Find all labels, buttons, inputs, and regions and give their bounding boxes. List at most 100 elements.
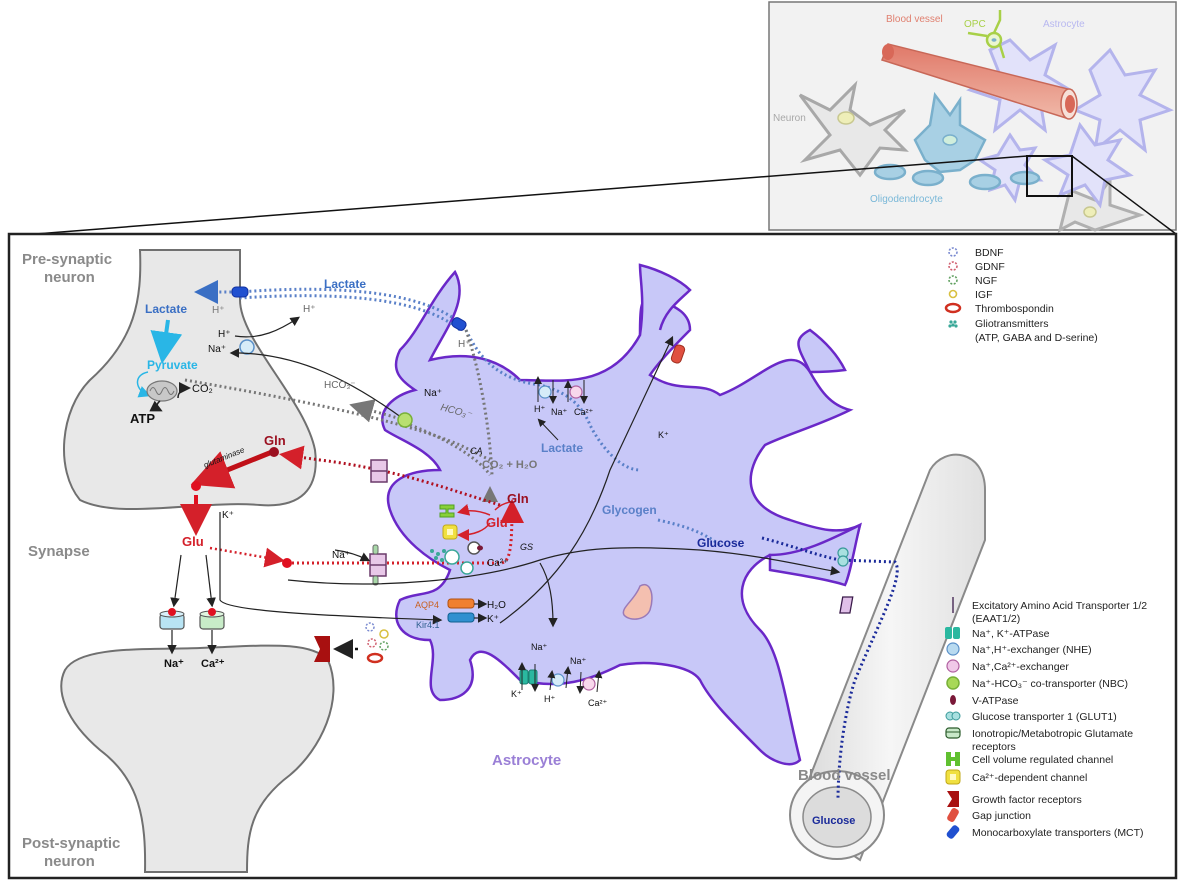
legend-label: Glucose transporter 1 (GLUT1) [972, 711, 1117, 723]
lactate-pyruvate-arrow [150, 319, 183, 364]
glu-gln-link [494, 501, 511, 511]
legend-item: Ionotropic/Metabotropic Glutamaterecepto… [945, 727, 1133, 753]
aqp4-channel [447, 598, 475, 609]
co2-out-arrow [177, 382, 191, 399]
legend-label: BDNF [975, 247, 1004, 259]
legend-label: Cell volume regulated channel [972, 754, 1113, 766]
legend-item: (ATP, GABA and D-serine) [975, 332, 1098, 344]
label-lactate-mid: Lactate [541, 441, 583, 455]
ionotropic-receptor-ca [199, 608, 225, 630]
pyruvate-cycle-arrow [136, 371, 151, 398]
v-atpase-icon [950, 695, 956, 705]
atp-arrow [149, 400, 163, 412]
label-k-kir: K⁺ [487, 614, 499, 625]
label-lactate-top: Lactate [324, 277, 366, 291]
legend-item: Gliotransmitters [948, 318, 1049, 330]
na-eaat-arrow [334, 549, 371, 562]
glu-molecule-synapse [282, 558, 292, 568]
label-bottom-h: H⁺ [544, 694, 555, 704]
legend-item: Na⁺, K⁺-ATPase [945, 627, 1050, 640]
inset-label-blood-vessel-1: Blood vessel [886, 14, 943, 25]
na-k-atpase-icon [945, 627, 960, 639]
nhe-top [538, 385, 552, 399]
glut1-icon [945, 711, 961, 721]
legend-label: Excitatory Amino Acid Transporter 1/2 [972, 600, 1147, 612]
legend-item: Growth factor receptors [947, 791, 1082, 807]
legend-item: NGF [948, 275, 997, 287]
label-glucose-astro: Glucose [697, 536, 745, 550]
label-co2-h2o: CO₂ + H₂O [482, 459, 538, 471]
na-inward-arrow [539, 562, 558, 628]
lactate-path-top-2 [239, 294, 461, 332]
cell-volume-channel [439, 504, 455, 518]
co2-path [184, 378, 491, 462]
h-plus-out-arrow [234, 316, 300, 338]
lactate-h-arrow [537, 418, 559, 441]
glucose-path [761, 536, 899, 801]
label-post-synaptic-1: Post-synaptic [22, 835, 120, 852]
inset-opc [967, 10, 1006, 59]
vesicle-1 [444, 549, 460, 565]
zoom-connector-left [9, 155, 1028, 237]
label-glucose-vessel: Glucose [812, 815, 855, 827]
legend-item: Ca²⁺-dependent channel [945, 769, 1087, 785]
vesicle-2 [460, 561, 474, 575]
inset-blood-vessel [881, 43, 1078, 120]
label-glu-synapse: Glu [182, 534, 204, 549]
label-bottom-ca: Ca²⁺ [588, 698, 608, 708]
glu-to-receptor-2 [205, 554, 216, 608]
label-h-plus-inner: H⁺ [458, 339, 471, 350]
astrocyte-process-right [797, 328, 847, 374]
legend-item: IGF [948, 289, 993, 301]
gliotransmitters-icon [948, 320, 958, 328]
nhe-bottom [551, 673, 565, 687]
label-astrocyte: Astrocyte [492, 752, 561, 769]
presynaptic-neuron [63, 249, 317, 511]
postsynaptic-neuron [60, 644, 335, 873]
legend-item: V-ATPase [950, 695, 1019, 707]
label-k-plus-synapse: K⁺ [222, 510, 234, 521]
label-h-plus-nhe: H⁺ [218, 329, 231, 340]
legend-item: Cell volume regulated channel [946, 752, 1113, 766]
inset-oligodendrocyte [873, 91, 1041, 191]
label-pre-synaptic-2: neuron [44, 269, 95, 286]
k-siphoning-path [287, 547, 841, 585]
legend-label: Gap junction [972, 810, 1031, 822]
legend-item: GDNF [948, 261, 1005, 273]
ca-dependent-channel [442, 524, 458, 540]
presynaptic-nhe [239, 339, 255, 355]
zoom-connector-right [1071, 155, 1177, 235]
legend-item: Monocarboxylate transporters (MCT) [946, 825, 1144, 839]
glu-release-path [209, 546, 285, 568]
label-glycogen: Glycogen [602, 503, 657, 517]
legend-item: Na⁺,Ca²⁺-exchanger [946, 659, 1069, 673]
label-ca-enzyme: CA [470, 446, 483, 456]
label-blood-vessel: Blood vessel [798, 767, 891, 784]
legend-label: Ionotropic/Metabotropic Glutamate [972, 728, 1133, 740]
nhe-bottom-na-arrow [563, 666, 572, 689]
glutamate-receptor-icon [945, 727, 961, 739]
label-h-plus-mct: H⁺ [212, 305, 225, 316]
astrocyte-nucleus [622, 583, 653, 620]
label-bottom-na1: Na⁺ [531, 642, 548, 652]
label-k-gap: K⁺ [658, 430, 669, 440]
legend-label: receptors [972, 741, 1016, 753]
legend-growth-factors: BDNF GDNF NGF IGF ThrombospondinGliotransmit… [944, 247, 1098, 344]
gdnf-icon [948, 261, 958, 271]
gln-molecule-pre [269, 447, 279, 457]
label-na-plus-nhe: Na⁺ [208, 344, 226, 355]
label-kir41: Kir4.1 [416, 620, 440, 630]
legend-label: Thrombospondin [975, 303, 1054, 315]
nbc-icon [946, 676, 960, 690]
legend-item: Na⁺-HCO₃⁻ co-transporter (NBC) [946, 676, 1128, 690]
inset-neuron [798, 80, 909, 178]
label-gln-astro: Gln [507, 491, 529, 506]
legend-label: (EAAT1/2) [972, 613, 1020, 625]
nbc-transporter [397, 412, 413, 428]
glut1-2 [837, 555, 849, 567]
eaat-transporter-bottom [369, 544, 387, 586]
igf-icon [948, 289, 958, 299]
bdnf-molecule [365, 622, 375, 632]
inset-label-neuron: Neuron [773, 113, 806, 124]
